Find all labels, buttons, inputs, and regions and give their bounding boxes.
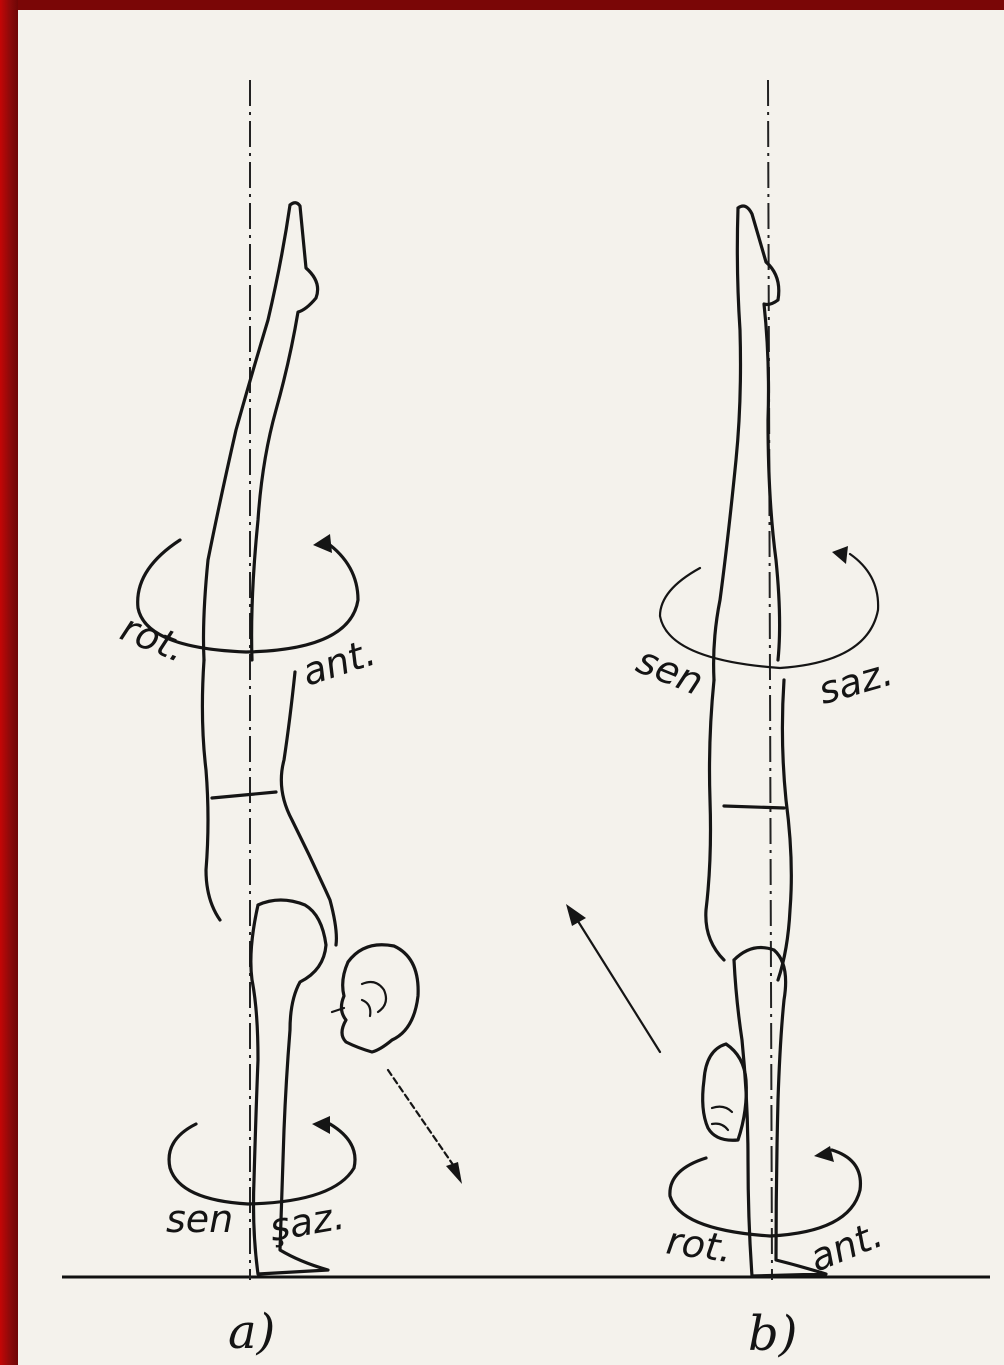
figure-b-upper-rotation: [660, 554, 878, 668]
figure-b-waist-line: [724, 806, 784, 808]
figure-b: sen saz. rot. ant. b): [566, 80, 898, 1362]
figure-a-head: [341, 945, 418, 1052]
figure-a-upper-left-label: rot.: [115, 606, 193, 671]
figure-b-force-arrowhead: [566, 904, 586, 926]
figure-b-legs: [714, 206, 780, 680]
figure-a-lower-arrowhead: [312, 1116, 330, 1134]
figure-b-force-arrow: [576, 918, 660, 1052]
figure-a-upper-arrowhead: [313, 534, 332, 553]
figure-a-face: [332, 982, 386, 1016]
figure-a-lower-left-label: sen: [166, 1197, 233, 1241]
figure-a-waist-line: [212, 792, 276, 798]
figure-b-axis: [768, 80, 772, 1280]
figure-b-torso: [706, 680, 792, 980]
figure-b-upper-arrowhead: [832, 546, 848, 564]
figure-b-arm: [734, 948, 826, 1276]
figure-b-face: [712, 1107, 732, 1130]
figure-a: rot. ant. sen şaz. a): [115, 80, 462, 1360]
figure-b-lower-left-label: rot.: [664, 1219, 735, 1272]
figure-b-lower-right-label: ant.: [803, 1212, 888, 1281]
figure-a-force-arrow: [388, 1070, 458, 1172]
figure-b-upper-left-label: sen: [631, 638, 710, 704]
figure-a-force-arrowhead: [446, 1162, 462, 1184]
figure-a-lower-rotation: [169, 1124, 355, 1204]
figure-a-caption: a): [228, 1304, 275, 1360]
figure-a-upper-right-label: ant.: [297, 630, 381, 695]
figure-a-legs: [204, 203, 318, 660]
figure-b-lower-arrowhead: [814, 1146, 834, 1162]
figure-b-caption: b): [748, 1306, 797, 1362]
